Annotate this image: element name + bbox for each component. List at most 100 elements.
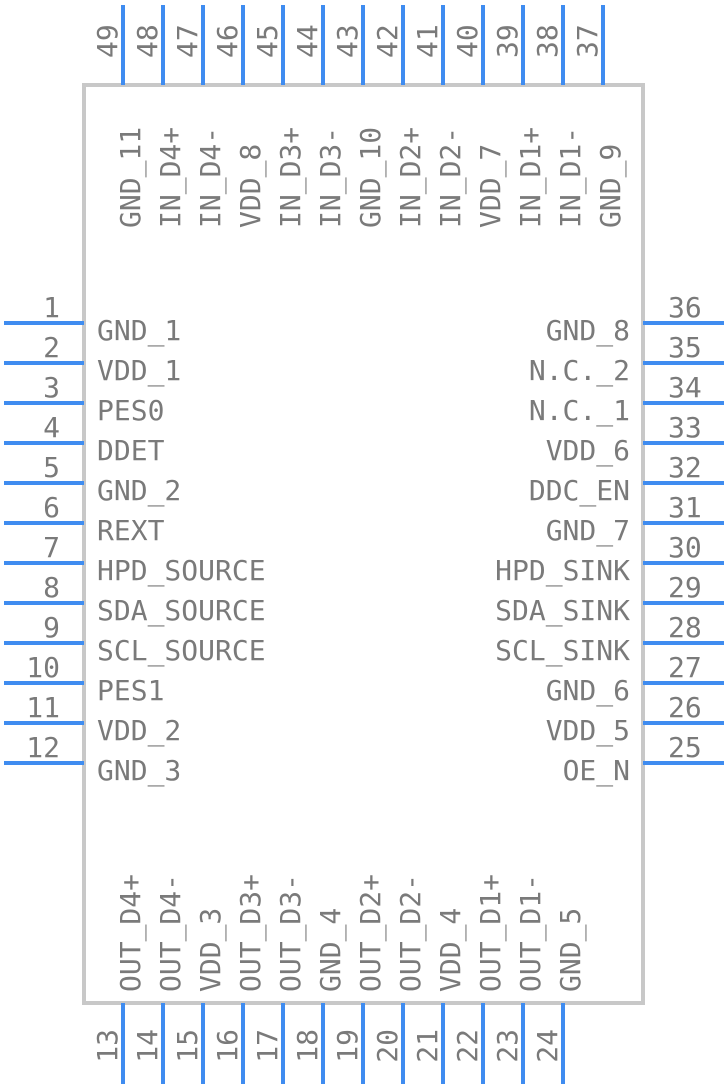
pin-25-number: 25 bbox=[668, 731, 702, 764]
pin-41-number: 41 bbox=[411, 24, 444, 58]
pin-21-number: 21 bbox=[411, 1029, 444, 1063]
pin-42-number: 42 bbox=[371, 24, 404, 58]
pin-31-label: GND_7 bbox=[546, 514, 630, 548]
pin-16-label: OUT_D3+ bbox=[234, 874, 268, 992]
pin-11-number: 11 bbox=[26, 691, 60, 724]
pin-26-number: 26 bbox=[668, 691, 702, 724]
pin-27-label: GND_6 bbox=[546, 674, 630, 708]
pin-20-label: OUT_D2- bbox=[394, 874, 428, 992]
pin-32-label: DDC_EN bbox=[529, 474, 630, 508]
pin-19-number: 19 bbox=[331, 1029, 364, 1063]
pin-2-label: VDD_1 bbox=[97, 354, 181, 388]
pin-10-number: 10 bbox=[26, 651, 60, 684]
pin-1-label: GND_1 bbox=[97, 314, 181, 348]
pin-30-label: HPD_SINK bbox=[495, 554, 630, 588]
pin-39-number: 39 bbox=[491, 24, 524, 58]
pin-3-label: PES0 bbox=[97, 394, 164, 427]
pin-3-number: 3 bbox=[43, 371, 60, 404]
pin-6-number: 6 bbox=[43, 491, 60, 524]
pin-6-label: REXT bbox=[97, 514, 165, 547]
pin-45-number: 45 bbox=[251, 24, 284, 58]
pin-8-number: 8 bbox=[43, 571, 60, 604]
pin-37-number: 37 bbox=[571, 24, 604, 58]
pin-46-number: 46 bbox=[211, 24, 244, 58]
pin-20-number: 20 bbox=[371, 1029, 404, 1063]
pin-29-number: 29 bbox=[668, 571, 702, 604]
pin-44-number: 44 bbox=[291, 24, 324, 58]
pin-22-label: OUT_D1+ bbox=[474, 874, 508, 992]
pin-13-label: OUT_D4+ bbox=[114, 874, 148, 992]
pin-42-label: IN_D2+ bbox=[394, 127, 428, 228]
pin-28-number: 28 bbox=[668, 611, 702, 644]
pin-21-label: VDD_4 bbox=[434, 908, 468, 992]
pin-24-number: 24 bbox=[531, 1029, 564, 1063]
pin-19-label: OUT_D2+ bbox=[354, 874, 388, 992]
pin-14-label: OUT_D4- bbox=[154, 874, 188, 992]
pin-18-number: 18 bbox=[291, 1029, 324, 1063]
pin-33-number: 33 bbox=[668, 411, 702, 444]
pin-38-number: 38 bbox=[531, 24, 564, 58]
pin-47-number: 47 bbox=[171, 24, 204, 58]
pin-17-label: OUT_D3- bbox=[274, 874, 308, 992]
pin-4-label: DDET bbox=[97, 434, 165, 467]
pin-9-label: SCL_SOURCE bbox=[97, 634, 266, 668]
pin-48-number: 48 bbox=[131, 24, 164, 58]
pin-36-number: 36 bbox=[668, 291, 702, 324]
pin-2-number: 2 bbox=[43, 331, 60, 364]
pin-4-number: 4 bbox=[43, 411, 60, 444]
pin-15-number: 15 bbox=[171, 1029, 204, 1063]
pin-32-number: 32 bbox=[668, 451, 702, 484]
pin-31-number: 31 bbox=[668, 491, 702, 524]
pin-9-number: 9 bbox=[43, 611, 60, 644]
pin-34-number: 34 bbox=[668, 371, 702, 404]
pin-7-label: HPD_SOURCE bbox=[97, 554, 266, 588]
pin-41-label: IN_D2- bbox=[434, 127, 468, 228]
pin-12-number: 12 bbox=[26, 731, 60, 764]
pin-29-label: SDA_SINK bbox=[495, 594, 630, 628]
pin-23-number: 23 bbox=[491, 1029, 524, 1063]
pin-13-number: 13 bbox=[91, 1029, 124, 1063]
pin-15-label: VDD_3 bbox=[194, 908, 228, 992]
pin-43-label: GND_10 bbox=[354, 127, 388, 228]
pin-35-number: 35 bbox=[668, 331, 702, 364]
pin-23-label: OUT_D1- bbox=[514, 874, 548, 992]
pin-12-label: GND_3 bbox=[97, 754, 181, 788]
pin-22-number: 22 bbox=[451, 1029, 484, 1063]
pin-39-label: IN_D1+ bbox=[514, 127, 548, 228]
pin-45-label: IN_D3+ bbox=[274, 127, 308, 228]
pin-36-label: GND_8 bbox=[546, 314, 630, 348]
pin-38-label: IN_D1- bbox=[554, 127, 588, 228]
pin-35-label: N.C._2 bbox=[529, 354, 630, 388]
pin-10-label: PES1 bbox=[97, 674, 164, 707]
pin-34-label: N.C._1 bbox=[529, 394, 630, 428]
pin-7-number: 7 bbox=[43, 531, 60, 564]
pin-16-number: 16 bbox=[211, 1029, 244, 1063]
pin-5-label: GND_2 bbox=[97, 474, 181, 508]
pin-17-number: 17 bbox=[251, 1029, 284, 1063]
ic-package-body bbox=[82, 83, 645, 1005]
pin-37-label: GND_9 bbox=[594, 144, 628, 228]
pin-8-label: SDA_SOURCE bbox=[97, 594, 266, 628]
pin-11-label: VDD_2 bbox=[97, 714, 181, 748]
pin-46-label: VDD_8 bbox=[234, 144, 268, 228]
pin-40-label: VDD_7 bbox=[474, 144, 508, 228]
pin-49-number: 49 bbox=[91, 24, 124, 58]
pin-26-label: VDD_5 bbox=[546, 714, 630, 748]
pin-14-number: 14 bbox=[131, 1029, 164, 1063]
pin-47-label: IN_D4- bbox=[194, 127, 228, 228]
pin-1-number: 1 bbox=[43, 291, 60, 324]
pin-48-label: IN_D4+ bbox=[154, 127, 188, 228]
pin-25-label: OE_N bbox=[563, 754, 630, 788]
pin-40-number: 40 bbox=[451, 24, 484, 58]
pin-5-number: 5 bbox=[43, 451, 60, 484]
pin-33-label: VDD_6 bbox=[546, 434, 630, 468]
pin-30-number: 30 bbox=[668, 531, 702, 564]
pin-27-number: 27 bbox=[668, 651, 702, 684]
pin-18-label: GND_4 bbox=[314, 908, 348, 992]
pin-49-label: GND_11 bbox=[114, 127, 148, 228]
pin-43-number: 43 bbox=[331, 24, 364, 58]
pin-24-label: GND_5 bbox=[554, 908, 588, 992]
pin-44-label: IN_D3- bbox=[314, 127, 348, 228]
pin-28-label: SCL_SINK bbox=[495, 634, 630, 668]
